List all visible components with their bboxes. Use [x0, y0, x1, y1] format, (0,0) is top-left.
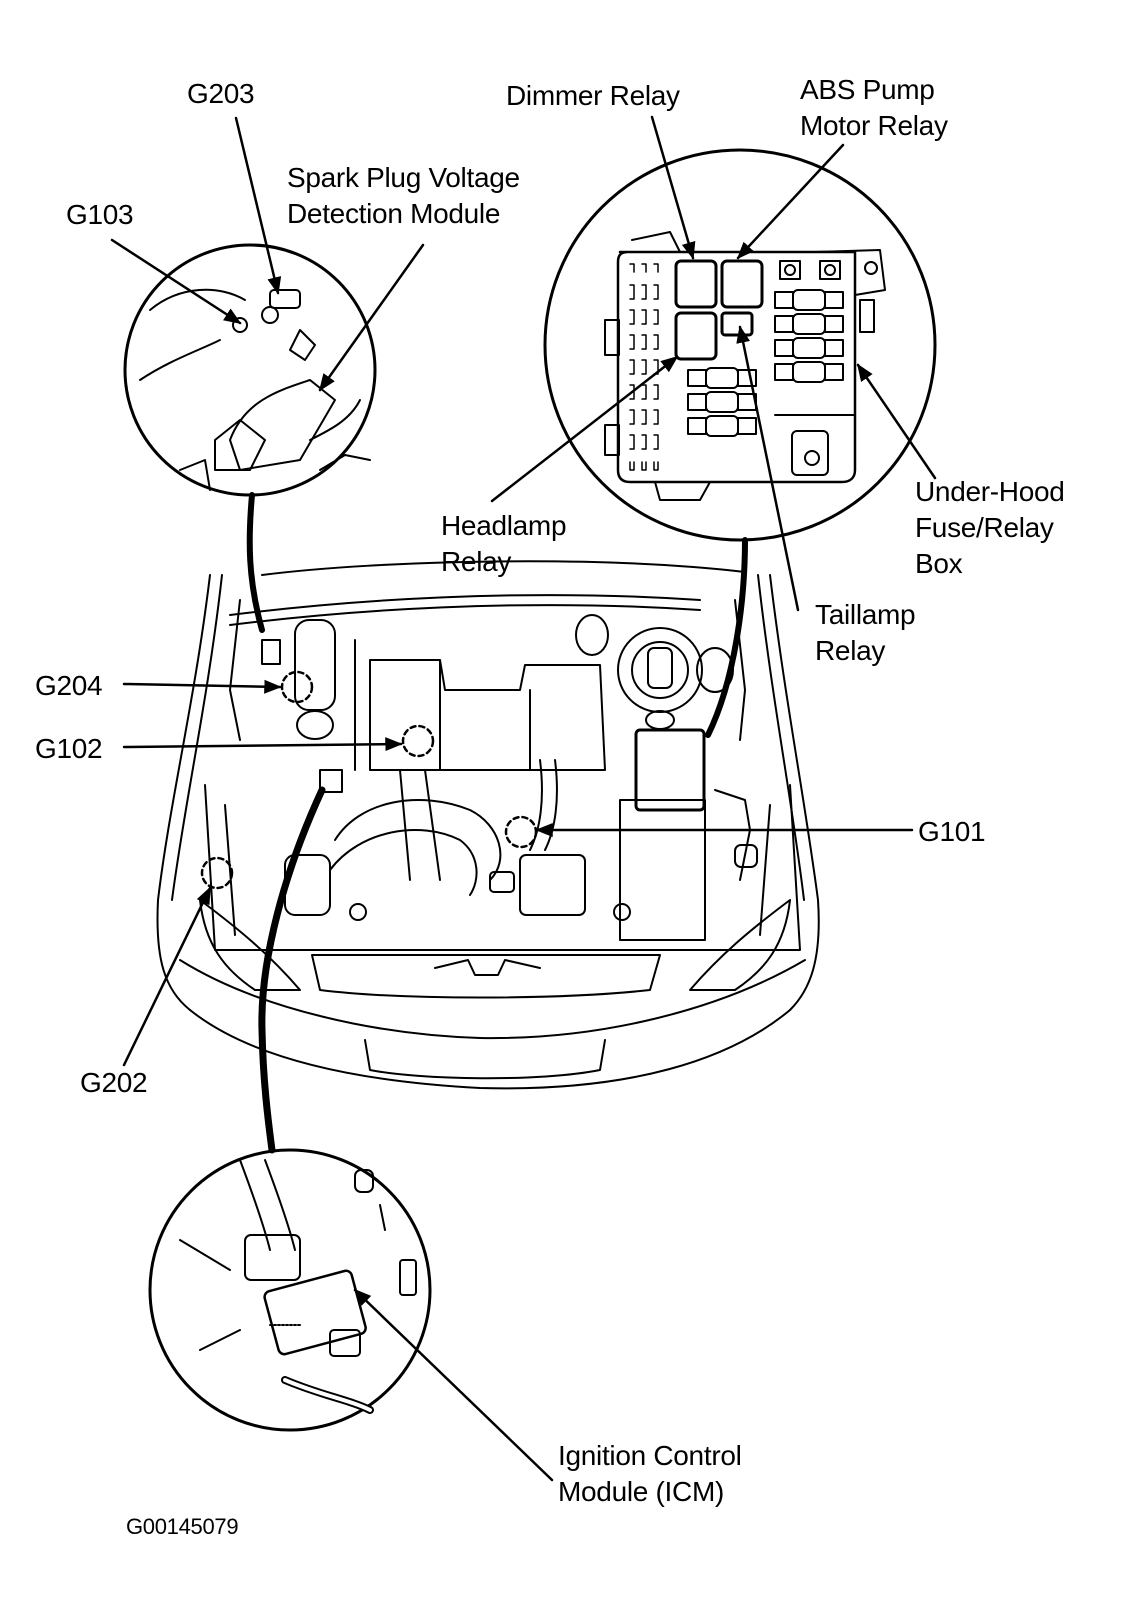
ground-point-g202 [200, 856, 234, 890]
leader-g202 [122, 886, 212, 1067]
ground-point-g204 [280, 670, 314, 704]
label-icm: Ignition Control Module (ICM) [558, 1440, 742, 1507]
leader-icm [353, 1288, 554, 1482]
inset-connector-line [246, 492, 265, 633]
figure-id: G00145079 [126, 1514, 239, 1539]
label-spark-plug-module: Spark Plug Voltage Detection Module [287, 162, 520, 229]
label-g101: G101 [918, 816, 986, 847]
leader-g103 [110, 238, 242, 325]
icm-inset [148, 1148, 432, 1432]
label-dimmer-relay: Dimmer Relay [506, 80, 680, 111]
label-g103: G103 [66, 199, 134, 230]
leader-g203 [234, 116, 282, 295]
spark-plug-module-inset [123, 243, 377, 497]
fuse-relay-box-inset [543, 148, 937, 542]
leader-headlamp-relay [490, 355, 679, 503]
leader-spark-plug-module [318, 243, 425, 392]
leader-g102 [122, 737, 403, 752]
inset-connector-line [705, 537, 748, 738]
label-g102: G102 [35, 733, 103, 764]
label-g204: G204 [35, 670, 103, 701]
leader-abs-pump [736, 143, 845, 260]
label-underhood-fuse-relay-box: Under-Hood Fuse/Relay Box [915, 476, 1065, 579]
label-headlamp-relay: Headlamp Relay [441, 510, 567, 577]
leader-taillamp-relay [736, 325, 800, 612]
leader-underhood-box [856, 363, 937, 480]
inset-connector-line [258, 786, 326, 1154]
label-g203: G203 [187, 78, 255, 109]
label-abs-pump-motor-relay: ABS Pump Motor Relay [800, 74, 948, 141]
label-taillamp-relay: Taillamp Relay [815, 599, 916, 666]
ground-point-g102 [401, 724, 435, 758]
engine-components [261, 614, 758, 941]
ground-point-g101 [504, 815, 538, 849]
car-body [156, 560, 820, 1090]
leader-dimmer-relay [650, 115, 696, 260]
label-g202: G202 [80, 1067, 148, 1098]
leader-g204 [122, 679, 282, 694]
